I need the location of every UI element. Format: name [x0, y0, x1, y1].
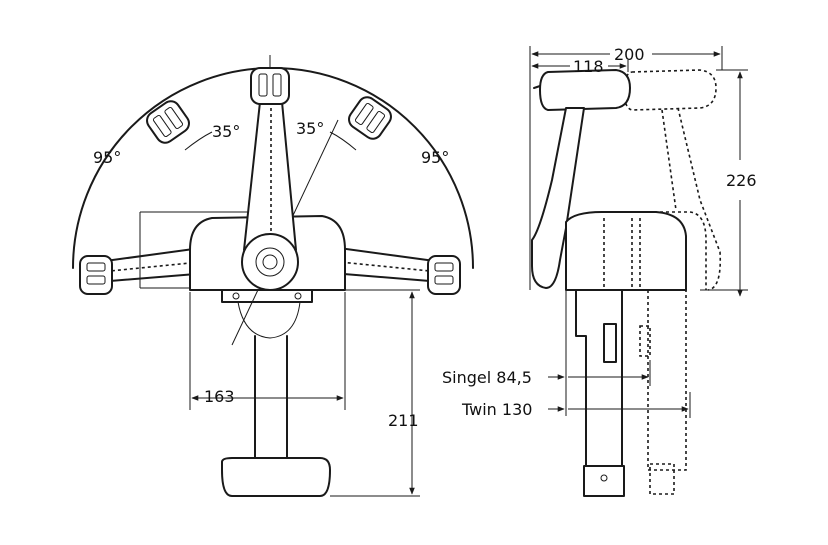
angle-right-outer-label: 95°: [421, 148, 449, 167]
lower-base-plate: [221, 457, 331, 497]
alt-handle-dashed: [623, 69, 717, 111]
front-view: 95° 35° 35° 95° 163 211: [72, 55, 474, 497]
dim-200-label: 200: [614, 45, 645, 64]
dim-163-label: 163: [204, 387, 235, 406]
lever-right-grip: [427, 255, 461, 295]
side-shaft: [575, 289, 623, 471]
side-base-bolt: [600, 474, 608, 482]
pivot-hub-core: [262, 254, 278, 270]
dim-211-label: 211: [388, 411, 419, 430]
inner-arc-left: [184, 131, 213, 151]
bracket-bolt-left: [232, 292, 240, 300]
handle-nub: [533, 85, 541, 89]
side-connector: [603, 323, 617, 363]
dim-twin-label: Twin 130: [461, 400, 532, 419]
pivot-hub: [241, 233, 299, 291]
pivot-hub-inner: [255, 247, 285, 277]
lever-vertical-arm: [243, 101, 297, 251]
alt-body-dashed: [648, 211, 707, 290]
alt-shaft-dashed: [647, 290, 687, 471]
lever-arm-side: [531, 107, 585, 289]
side-body: [565, 211, 687, 291]
lever-left-grip: [79, 255, 113, 295]
handle-top: [539, 69, 631, 111]
side-view: 200 118 226 Singel 84,5 Twin 130: [442, 45, 757, 497]
lever-grip-left-35: [146, 100, 190, 144]
dim-singel-label: Singel 84,5: [442, 368, 532, 387]
angle-right-inner-label: 35°: [296, 119, 324, 138]
bracket-bolt-right: [294, 292, 302, 300]
lever-top-grip: [250, 67, 290, 105]
dim-226-label: 226: [726, 171, 757, 190]
dim-118-label: 118: [573, 57, 604, 76]
alt-connector-dashed: [639, 325, 651, 357]
inner-arc-right: [329, 131, 357, 151]
lower-shaft: [254, 335, 288, 463]
mounting-bracket: [221, 289, 313, 303]
alt-base-dashed: [649, 463, 675, 495]
lever-grip-right-35: [348, 96, 392, 140]
housing-lower-body: [237, 301, 301, 339]
angle-left-outer-label: 95°: [93, 148, 121, 167]
alt-arm-dashed: [661, 107, 722, 291]
angle-left-inner-label: 35°: [212, 122, 240, 141]
